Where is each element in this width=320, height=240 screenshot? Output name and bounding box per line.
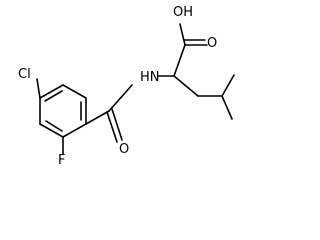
hydroxyl-label: OH (173, 5, 193, 20)
fluorine-label: F (58, 153, 65, 168)
chlorine-label: Cl (18, 67, 31, 82)
ring-bond-6 (62, 84, 87, 99)
chlorine-bond (36, 78, 41, 99)
amide-carbonyl-oxygen-label: O (119, 142, 129, 157)
amide-nitrogen-label: HN (140, 70, 160, 85)
alpha-to-carboxyl-bond (173, 44, 186, 77)
chemical-structure: OH O HN O Cl F (18, 5, 235, 168)
ring-bond-4 (62, 123, 87, 138)
ring-bond-3 (39, 123, 64, 138)
carbonyl-to-nitrogen-bond (108, 84, 133, 112)
ring-bond-1 (39, 84, 64, 99)
acid-carbonyl-oxygen-label: O (207, 36, 217, 51)
ring-to-carbonyl-bond (85, 110, 110, 125)
carboxyl-to-hydroxyl-bond (179, 23, 186, 46)
benzene-ring (39, 84, 87, 138)
amide-carbonyl-double-bond-2 (111, 108, 123, 141)
amide-carbonyl-double-bond-1 (106, 111, 118, 143)
ring-double-bond-inner-1 (44, 90, 63, 102)
ring-double-bond-inner-2 (45, 120, 63, 132)
gamma-to-methyl-1-bond (221, 74, 235, 97)
alpha-to-beta-bond (173, 75, 199, 97)
gamma-to-methyl-2-bond (221, 95, 233, 120)
